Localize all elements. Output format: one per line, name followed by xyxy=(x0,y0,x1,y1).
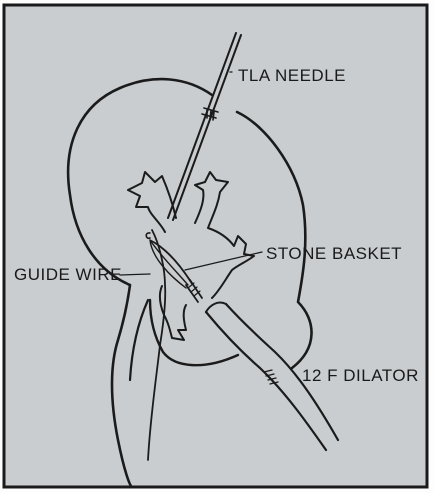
label-stone-basket: STONE BASKET xyxy=(266,244,402,263)
label-12f-dilator: 12 F DILATOR xyxy=(302,366,419,385)
label-tla-needle: TLA NEEDLE xyxy=(238,66,346,85)
label-guide-wire: GUIDE WIRE xyxy=(14,265,122,284)
